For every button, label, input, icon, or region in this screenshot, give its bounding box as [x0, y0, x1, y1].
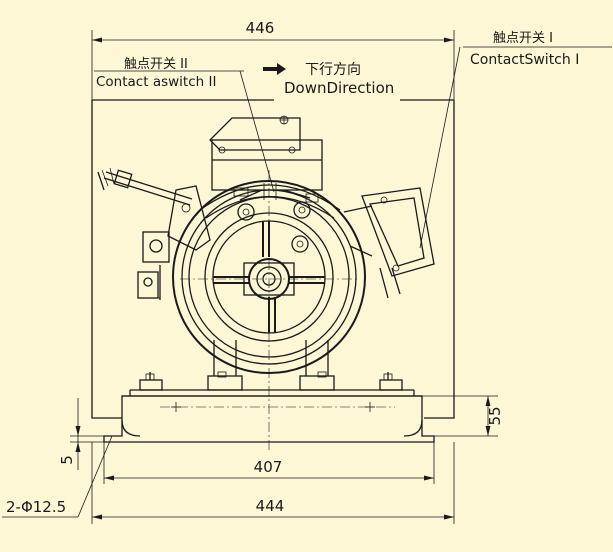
- enclosure-frame: [91, 99, 455, 419]
- dimension-444: 444: [91, 442, 455, 524]
- hole-label: 2-Φ12.5: [6, 498, 66, 516]
- dim-5-label: 5: [58, 455, 76, 465]
- dim-407-label: 407: [254, 458, 283, 476]
- dimension-407: 407: [103, 442, 435, 484]
- dim-55-label: 55: [486, 406, 504, 425]
- switch1-cn-text: 触点开关 I: [493, 31, 553, 46]
- switch-1-label: 触点开关 I ContactSwitch I: [419, 31, 612, 249]
- switch-2-label: 触点开关 II Contact aswitch II: [94, 57, 275, 193]
- hole-callout: 2-Φ12.5: [2, 435, 113, 518]
- machine-supports: [139, 340, 403, 391]
- base-plate: [103, 389, 435, 443]
- traction-sheave: [172, 170, 366, 450]
- dim-446-label: 446: [246, 19, 275, 37]
- left-lever-assembly: [97, 167, 211, 300]
- dim-444-label: 444: [256, 497, 285, 515]
- direction-en-text: DownDirection: [284, 79, 394, 97]
- direction-label: 下行方向 DownDirection: [263, 62, 394, 97]
- switch2-cn-text: 触点开关 II: [124, 57, 188, 72]
- motor-housing: [209, 115, 323, 191]
- switch2-en-text: Contact aswitch II: [96, 74, 216, 90]
- brake-mechanism: [199, 183, 341, 253]
- dimension-446: 446: [91, 19, 455, 100]
- direction-cn-text: 下行方向: [305, 62, 361, 78]
- right-switch-assembly: [343, 187, 435, 299]
- dimension-5: 5: [58, 398, 104, 470]
- switch1-en-text: ContactSwitch I: [470, 52, 579, 68]
- dimension-55: 55: [422, 395, 504, 437]
